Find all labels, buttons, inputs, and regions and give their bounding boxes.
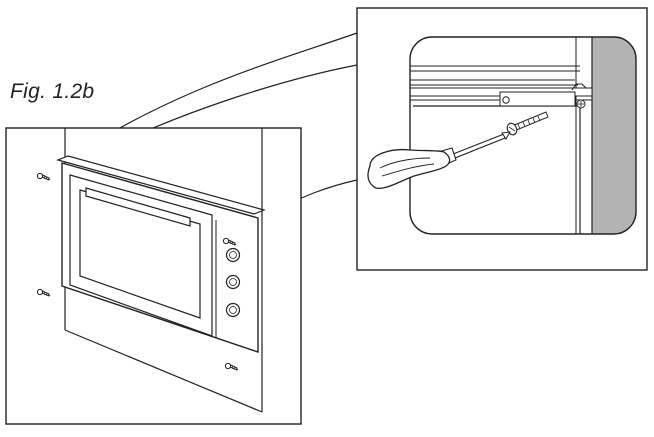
control-knob-icon [225,274,241,290]
built-in-oven [56,155,266,353]
wood-screw-icon [576,99,586,109]
screwdriver-icon [367,131,511,189]
control-knob-icon [225,302,241,318]
figure-label: Fig. 1.2b [10,80,95,103]
control-knob-icon [225,247,241,263]
detail-inset [356,7,648,271]
